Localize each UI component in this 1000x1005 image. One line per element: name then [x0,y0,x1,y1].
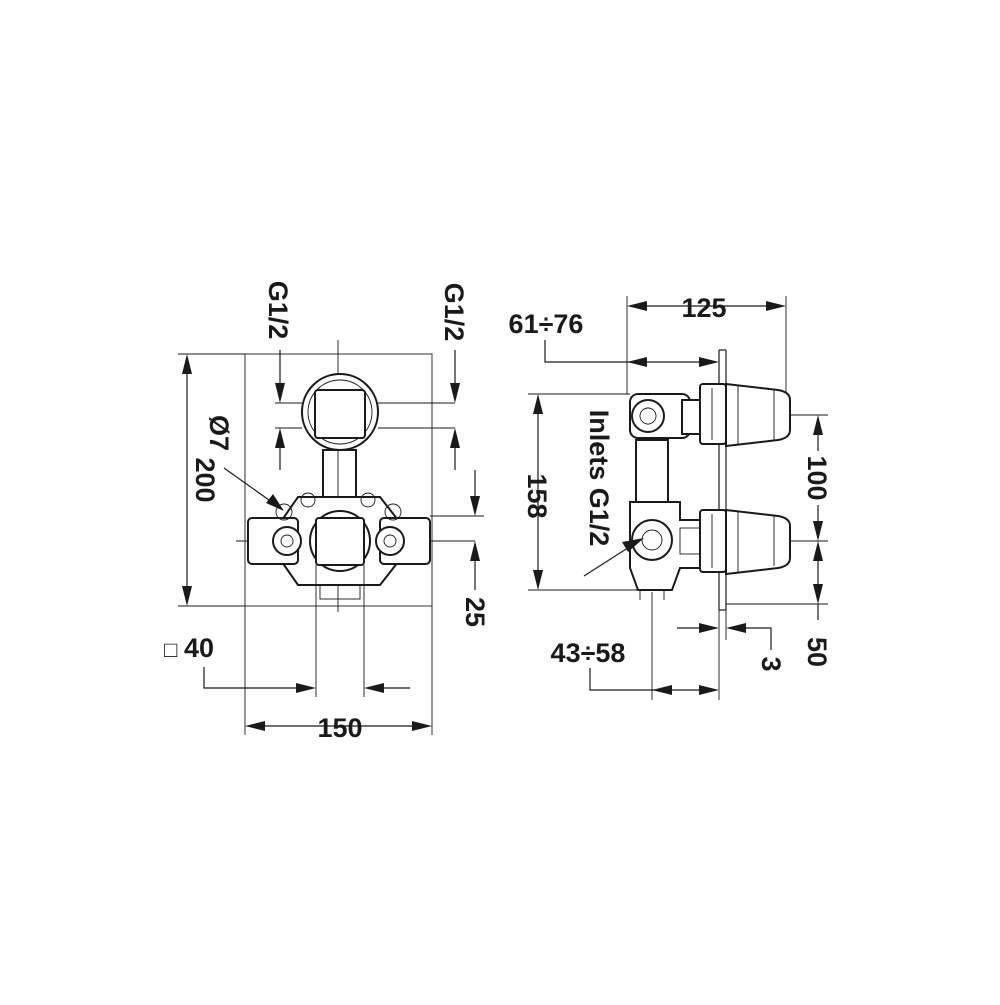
front-view: 200 150 □ 40 25 [164,281,490,743]
side-valve-body [629,393,701,600]
inlet-left-label: G1/2 [263,281,293,340]
range-43-58-dimension [589,592,719,700]
square-40-label: 40 [184,633,214,663]
width-150-label: 150 [317,713,362,743]
hole-7-leader [223,467,284,511]
plate-3-label: 3 [756,656,786,671]
depth-50-label: 50 [802,637,832,667]
range-43-58-label: 43÷58 [551,638,626,668]
depth-50-dimension [726,541,828,620]
hole-7-label: Ø7 [204,415,234,451]
height-158-dimension [528,393,640,591]
inlets-label: Inlets G1/2 [584,410,614,547]
spacing-100-label: 100 [802,455,832,500]
square-40-dimension [203,565,410,697]
inlet-right-label: G1/2 [439,283,469,342]
upper-diverter [275,373,455,451]
depth-125-dimension [626,296,787,394]
connecting-pipe [322,449,357,499]
offset-25-label: 25 [460,597,490,627]
range-61-76-dimension [544,340,719,367]
spacing-100-dimension [790,414,828,542]
inlet-right-dimension [450,350,460,470]
inlet-left-dimension [275,350,285,470]
upper-handle [699,382,791,448]
cover-plate-outline [244,353,433,607]
plate-3-dimension [677,610,772,700]
square-symbol: □ [164,637,177,662]
depth-125-label: 125 [681,293,726,323]
lower-valve-body [247,492,431,600]
width-150-dimension [244,606,433,735]
lower-handle [699,508,791,576]
height-158-label: 158 [522,473,552,518]
offset-25-dimension [430,470,484,590]
inlets-leader [583,538,644,577]
height-200-dimension [178,353,245,607]
range-61-76-label: 61÷76 [509,309,584,339]
height-200-label: 200 [190,457,220,502]
side-view: 125 61÷76 158 Inlets G1/2 [509,293,832,700]
